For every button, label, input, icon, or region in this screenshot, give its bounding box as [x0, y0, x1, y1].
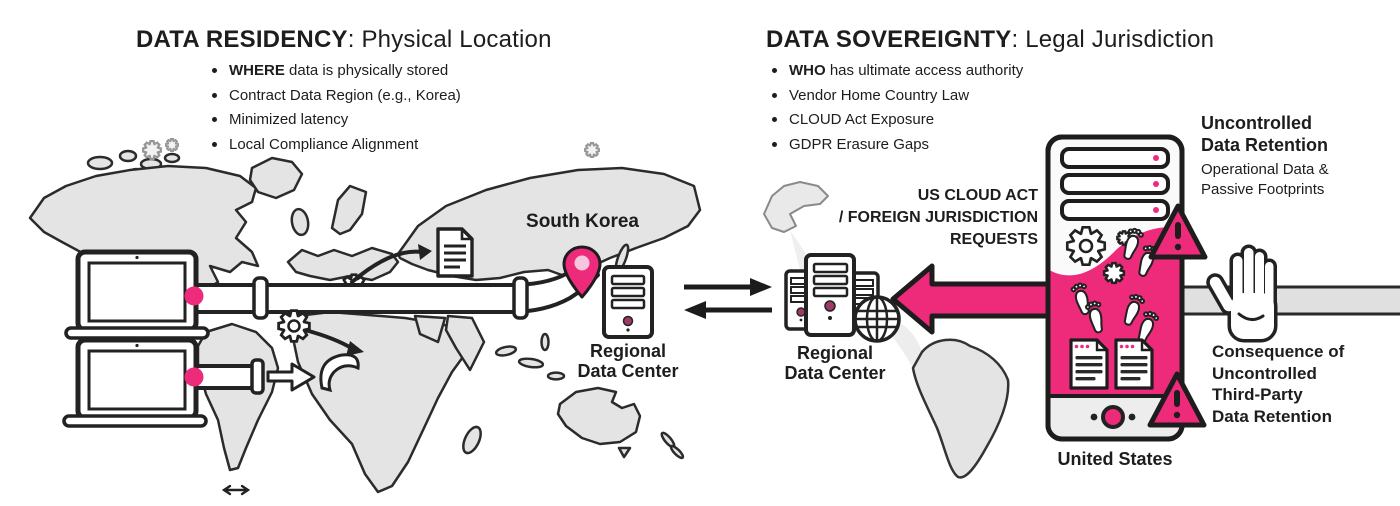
tasmania — [617, 446, 632, 459]
south-korea-label: South Korea — [526, 211, 639, 232]
stop-hand-icon — [1208, 248, 1274, 339]
bullet-item: CLOUD Act Exposure — [772, 112, 1023, 128]
endpoint-dot-top — [184, 286, 204, 306]
greenland — [248, 156, 304, 200]
server-slots — [1060, 147, 1170, 221]
africa — [291, 310, 470, 494]
exchange-arrows-icon — [684, 278, 772, 319]
south-america — [196, 322, 280, 472]
endpoint-dot-bottom — [184, 367, 204, 387]
korea-datacenter-label: Regional Data Center — [577, 341, 679, 381]
laptop-bottom — [62, 337, 208, 428]
scandinavia — [330, 184, 368, 236]
power-button — [1101, 405, 1125, 429]
laptops — [62, 249, 210, 428]
arabia — [413, 314, 447, 344]
big-pink-arrow — [890, 263, 1065, 335]
united-states-label: United States — [1057, 449, 1173, 469]
bullet-item: WHO has ultimate access authority — [772, 63, 1023, 79]
indonesia — [494, 345, 518, 357]
retention-subtitle: Operational Data & Passive Footprints — [1201, 161, 1329, 198]
british-isles — [290, 207, 310, 237]
alaska — [763, 181, 829, 233]
document-icon-1 — [1069, 338, 1109, 390]
india — [444, 314, 486, 372]
document-icon-2 — [1114, 338, 1154, 390]
australia — [556, 386, 642, 446]
korea-datacenter — [562, 245, 654, 339]
right-bullet-list: WHO has ultimate access authority Vendor… — [772, 63, 1023, 161]
cloud-act-label: US CLOUD ACT / FOREIGN JURISDICTION REQU… — [838, 187, 1038, 248]
retention-title: Uncontrolled Data Retention — [1201, 113, 1329, 155]
left-title: DATA RESIDENCY: Physical Location — [136, 26, 552, 53]
bullet-item: WHERE data is physically stored — [212, 63, 461, 79]
bullet-item: Vendor Home Country Law — [772, 87, 1023, 104]
map-decor — [221, 244, 432, 496]
pipe-small — [194, 358, 316, 395]
warning-triangle-top — [1148, 203, 1208, 260]
consequence-label: Consequence of Uncontrolled Third-Party … — [1212, 342, 1345, 426]
us-server-tower — [1045, 134, 1185, 442]
bullet-item: GDPR Erasure Gaps — [772, 136, 1023, 153]
right-title: DATA SOVEREIGNTY: Legal Jurisdiction — [766, 26, 1215, 53]
bullet-item: Minimized latency — [212, 112, 461, 128]
gear-icons — [1065, 225, 1132, 285]
globe-icon — [853, 295, 901, 343]
bullet-item: Contract Data Region (e.g., Korea) — [212, 87, 461, 104]
regional-datacenter-right — [784, 253, 901, 343]
madagascar — [462, 425, 482, 455]
right-datacenter-label: Regional Data Center — [784, 343, 886, 383]
left-bullet-list: WHERE data is physically stored Contract… — [212, 63, 461, 161]
location-pin-icon — [562, 245, 602, 299]
europe — [286, 246, 400, 282]
document-icon-map — [436, 227, 474, 278]
warning-triangle-bottom — [1147, 371, 1207, 428]
bullet-item: Local Compliance Alignment — [212, 136, 461, 153]
small-pipe-arrow — [266, 362, 316, 392]
south-america-right — [911, 338, 1010, 479]
